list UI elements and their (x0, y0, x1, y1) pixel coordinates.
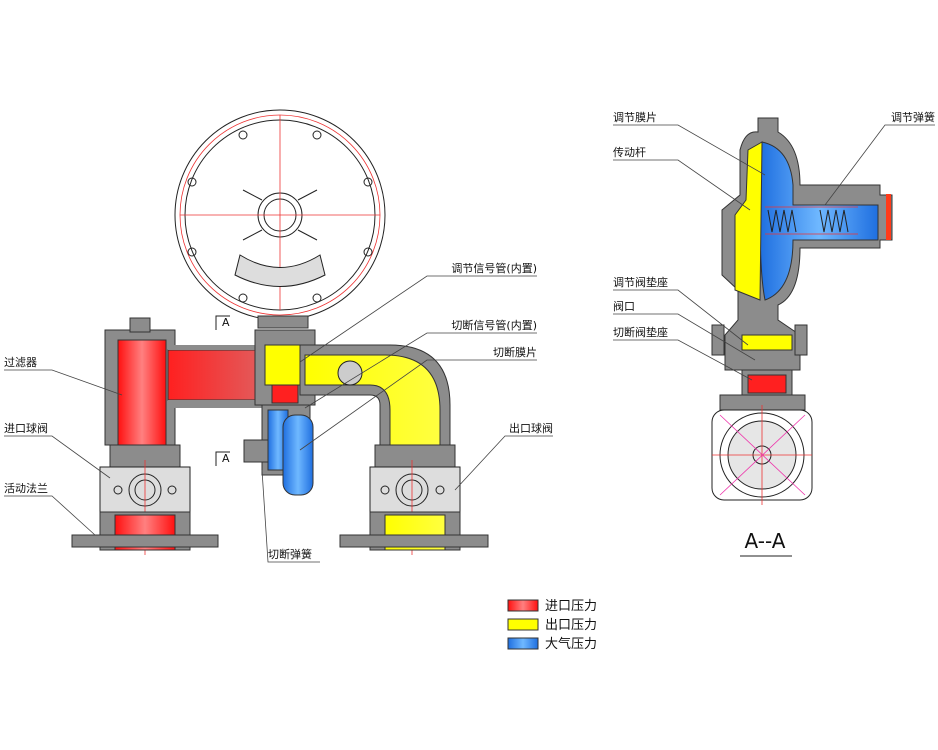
regulator-top-cover (174, 109, 386, 329)
outlet-ball-valve (339, 444, 489, 555)
section-view-a-a: A--A 调节膜片 传动杆 调节弹簧 调节阀垫座 阀口 切断阀垫座 (613, 110, 935, 557)
front-view: A A 调节信号管(内置) 切断信号管(内置) 切断膜片 过滤器 进口球阀 活动… (4, 109, 553, 563)
label-cut-valve-seat-pad: 切断阀垫座 (613, 325, 668, 339)
cut-off-valve (243, 404, 314, 496)
filter-body (104, 317, 269, 446)
legend-label-inlet: 进口压力 (545, 599, 597, 614)
label-reg-valve-seat-pad: 调节阀垫座 (613, 275, 668, 289)
legend-label-outlet: 出口压力 (545, 618, 597, 633)
label-cut-diaphragm: 切断膜片 (493, 345, 537, 359)
inlet-ball-valve (71, 444, 219, 555)
label-reg-spring: 调节弹簧 (891, 110, 935, 124)
label-filter: 过滤器 (4, 356, 37, 369)
section-title: A--A (745, 529, 786, 553)
legend-swatch-inlet (507, 599, 539, 612)
legend-swatch-outlet (507, 618, 539, 631)
label-inlet-ball-valve: 进口球阀 (4, 421, 48, 435)
label-valve-port: 阀口 (613, 299, 635, 313)
label-cut-signal-tube: 切断信号管(内置) (451, 318, 537, 332)
label-reg-diaphragm: 调节膜片 (613, 111, 657, 124)
label-loose-flange: 活动法兰 (4, 481, 48, 495)
legend-label-atmospheric: 大气压力 (545, 636, 597, 652)
reg-spring-coil (765, 206, 858, 235)
section-mark-top: A (222, 316, 230, 329)
section-mark-bottom: A (222, 452, 230, 465)
pressure-legend: 进口压力 出口压力 大气压力 (507, 599, 597, 652)
label-cut-spring: 切断弹簧 (268, 547, 312, 561)
legend-swatch-atmospheric (507, 637, 539, 650)
label-outlet-ball-valve: 出口球阀 (509, 421, 553, 435)
label-reg-signal-tube: 调节信号管(内置) (451, 261, 537, 275)
label-drive-rod: 传动杆 (613, 145, 646, 159)
